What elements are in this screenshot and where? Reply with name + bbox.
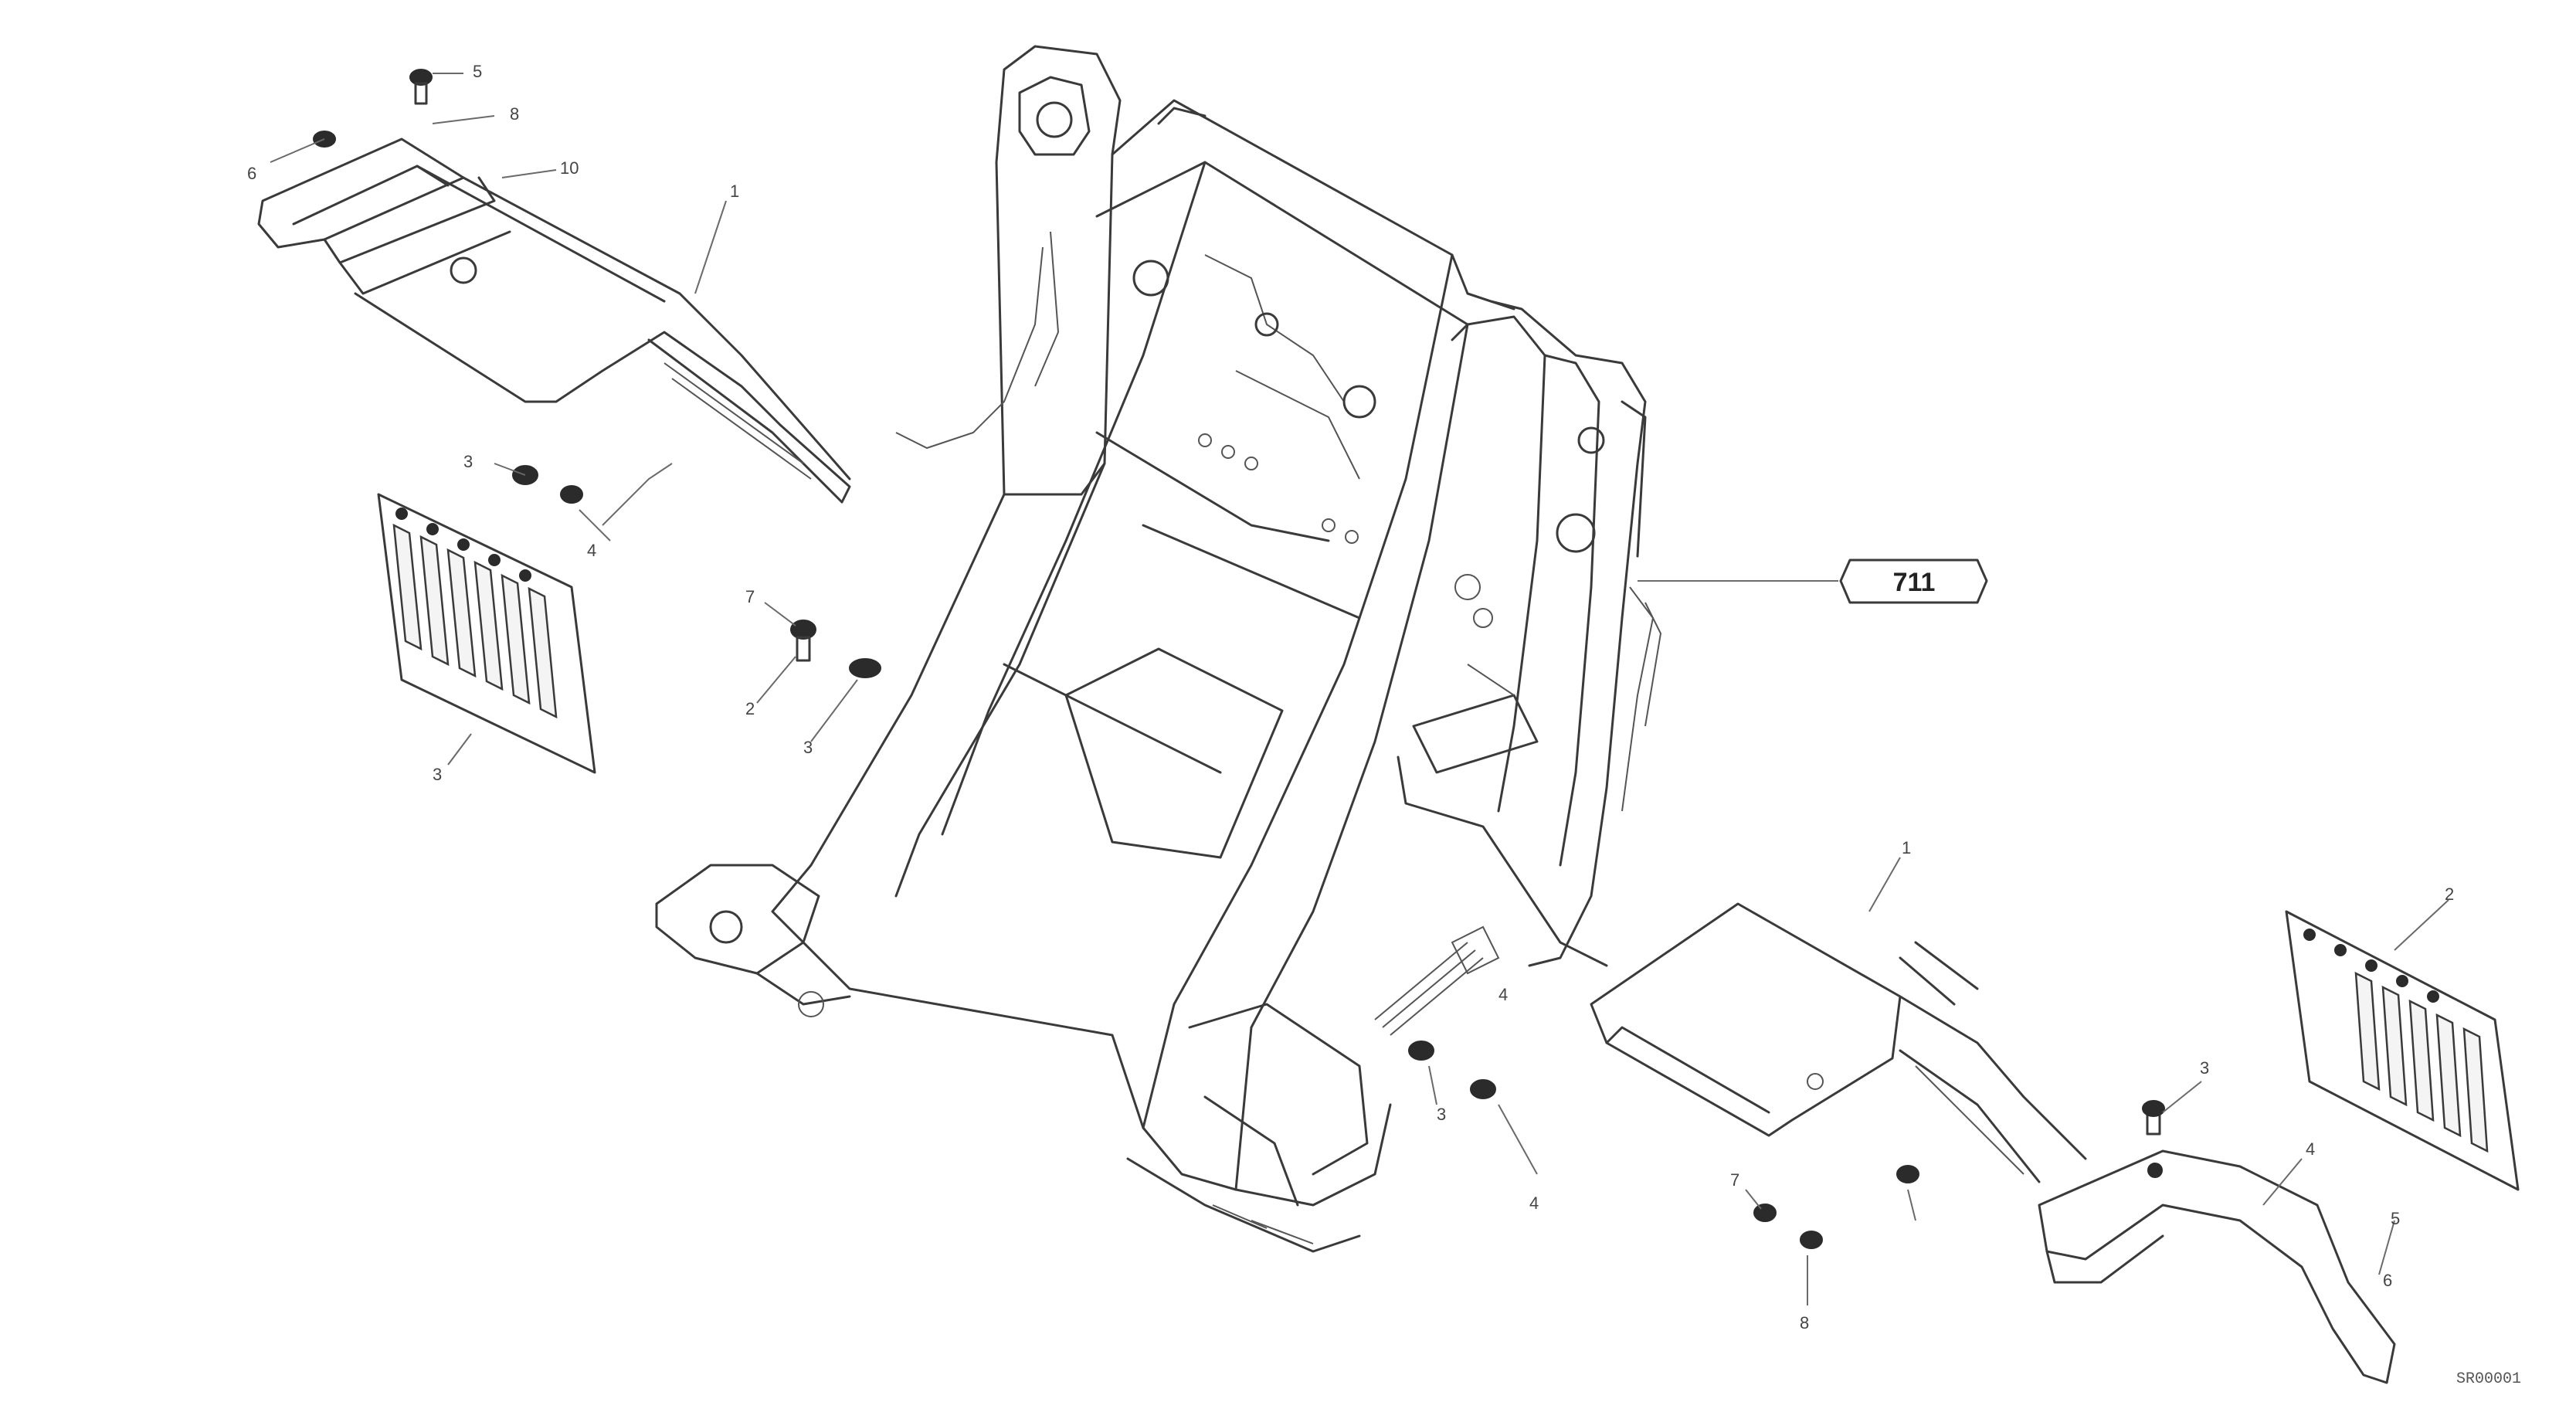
right-step-assembly — [1590, 902, 2396, 1384]
callout-8b: 8 — [1800, 1313, 1809, 1333]
callout-3d: 3 — [2200, 1058, 2209, 1078]
leader-lines — [270, 73, 2449, 1305]
callout-6b: 6 — [2383, 1271, 2392, 1290]
reference-box-label: 711 — [1893, 568, 1936, 597]
callout-1: 1 — [730, 182, 739, 201]
callout-4c: 4 — [2306, 1139, 2315, 1159]
callout-4b: 4 — [1498, 985, 1508, 1004]
callout-3c: 3 — [803, 738, 813, 757]
callout-3e: 3 — [1437, 1105, 1446, 1124]
reference-box[interactable]: 711 — [1839, 559, 1988, 604]
callout-7a: 7 — [745, 587, 755, 606]
left-step-assembly — [257, 138, 851, 504]
callout-6: 6 — [247, 164, 256, 183]
callout-8: 8 — [510, 104, 519, 124]
callout-7b: 7 — [1730, 1170, 1739, 1190]
callout-2a: 2 — [745, 699, 755, 718]
callout-5b: 5 — [2391, 1209, 2400, 1228]
callout-3b: 3 — [433, 765, 442, 784]
callout-10: 10 — [560, 158, 579, 178]
drawing-code: SR00001 — [2456, 1370, 2521, 1388]
right-grille — [2285, 910, 2520, 1191]
callout-4d: 4 — [1529, 1193, 1539, 1213]
main-frame — [655, 45, 1662, 1253]
callout-3a: 3 — [463, 452, 473, 471]
left-grille — [377, 493, 596, 774]
callout-5: 5 — [473, 62, 482, 81]
callout-labels: 6 5 8 10 1 3 4 3 7 2 3 4 1 2 3 4 5 6 3 4… — [247, 62, 2454, 1333]
callout-1b: 1 — [1902, 838, 1911, 857]
fasteners — [313, 69, 2165, 1249]
callout-4a: 4 — [587, 541, 596, 560]
callout-2b: 2 — [2445, 884, 2454, 904]
